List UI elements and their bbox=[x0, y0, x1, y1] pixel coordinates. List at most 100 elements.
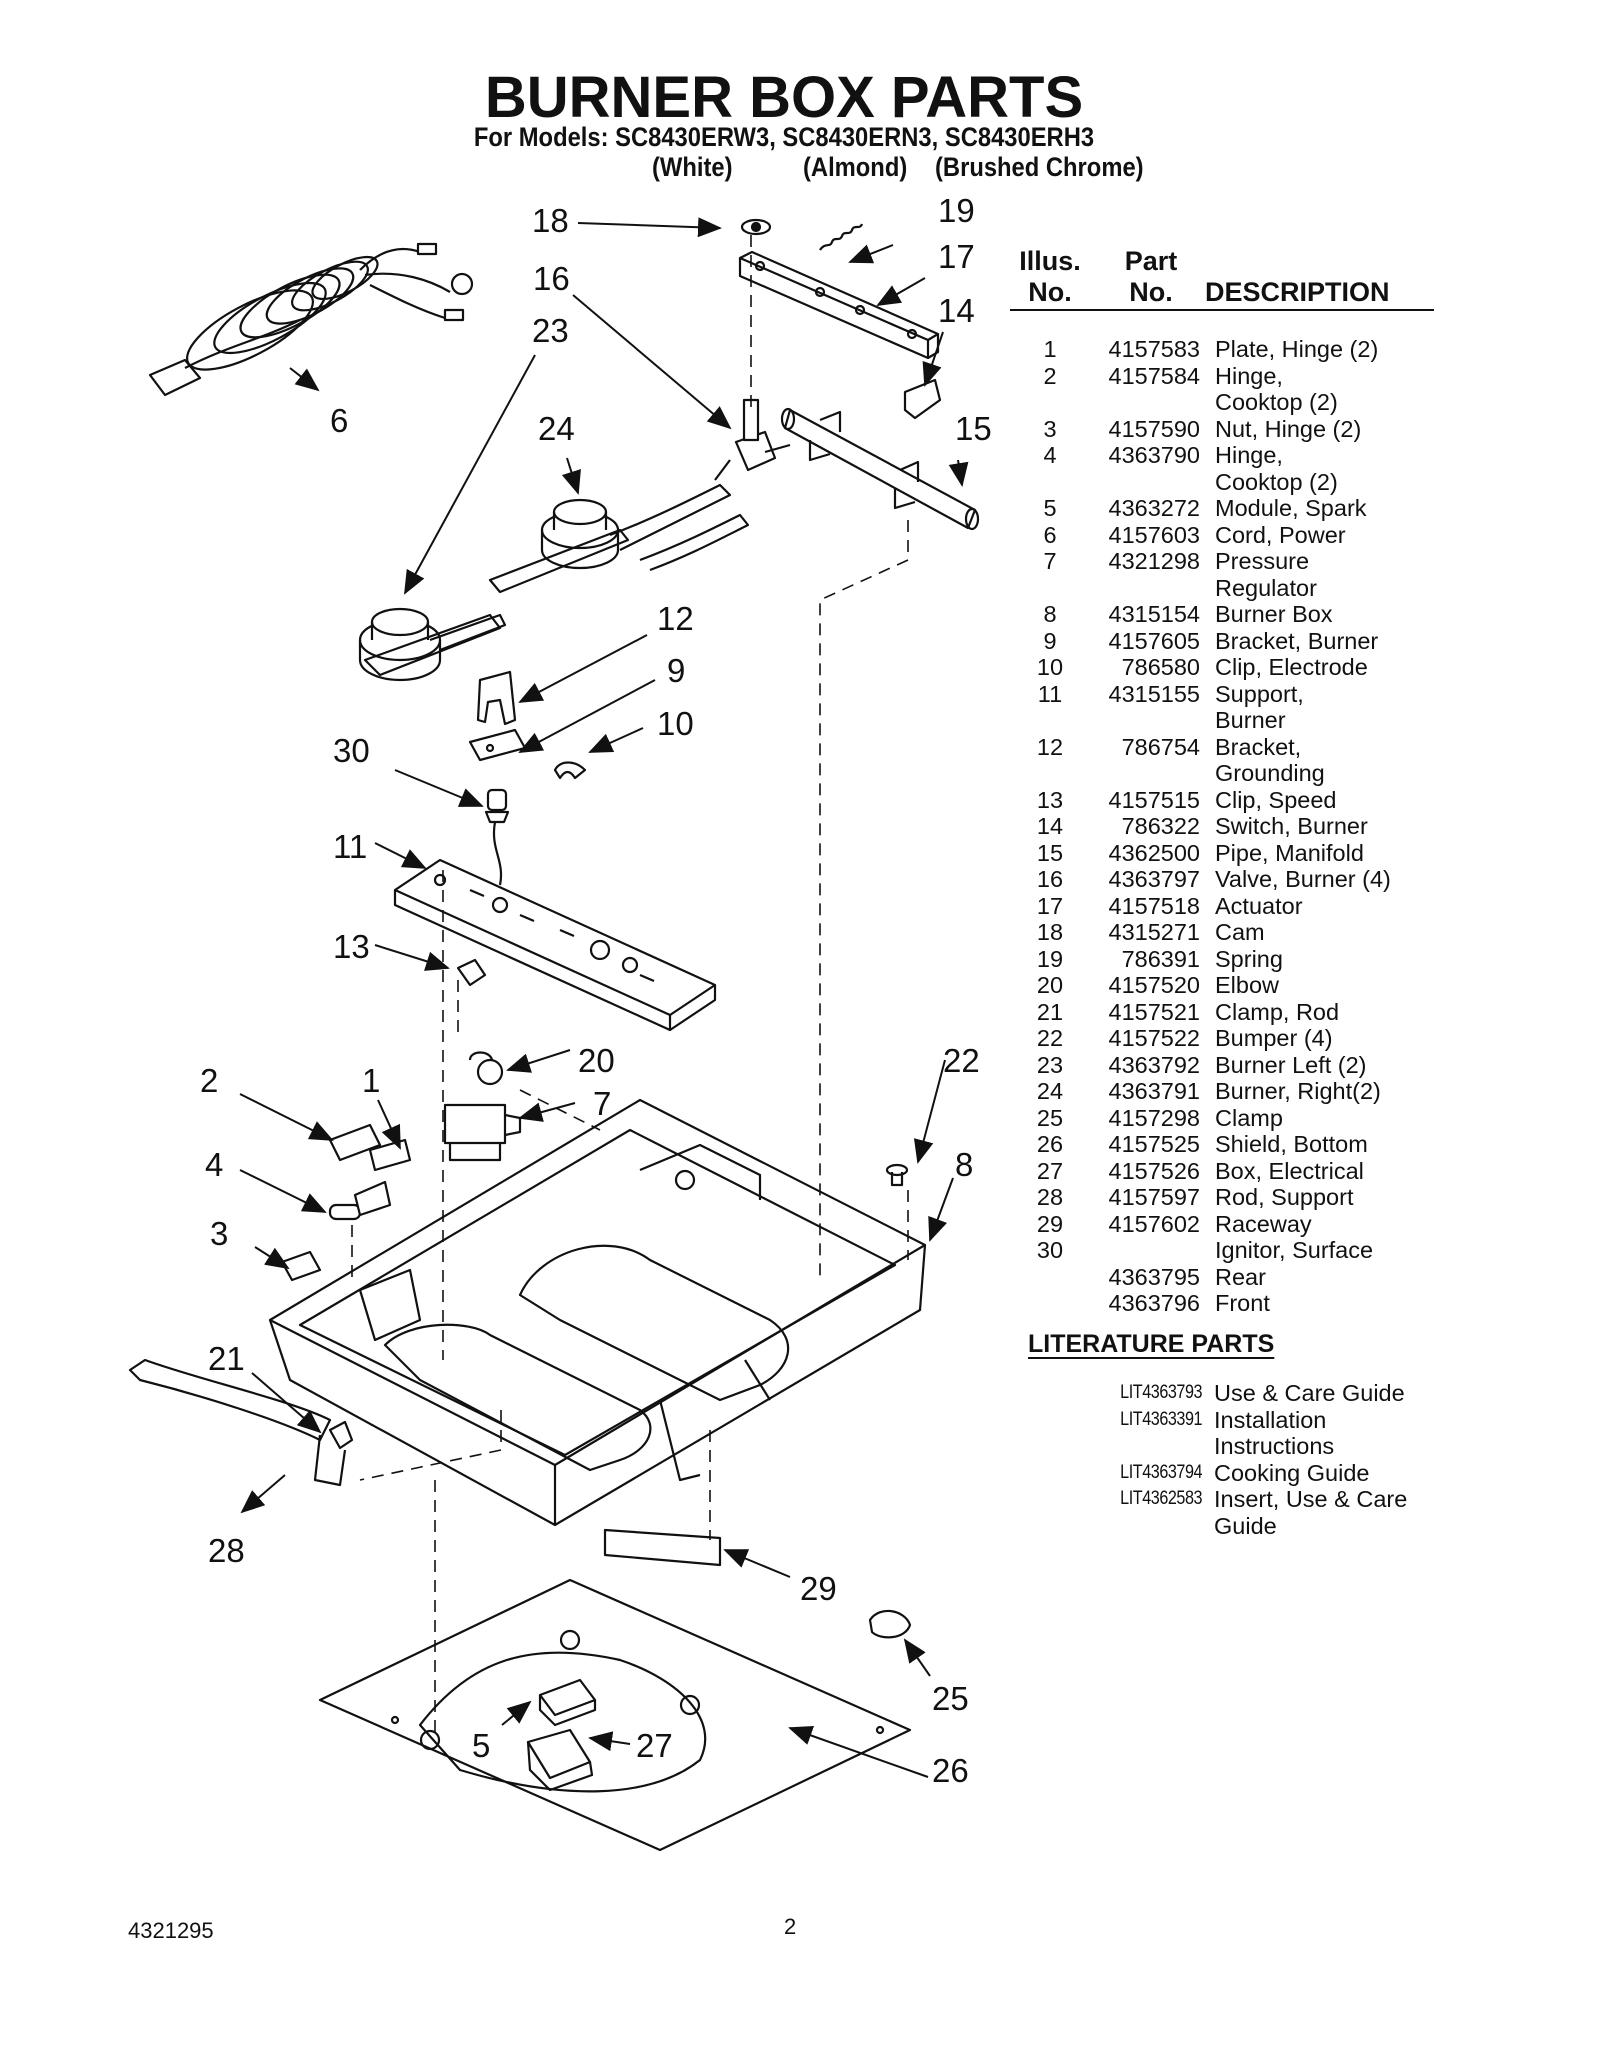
table-row: Grounding bbox=[1010, 760, 1450, 787]
table-row: Cooktop (2) bbox=[1010, 469, 1450, 496]
illus-number: 14 bbox=[1036, 813, 1064, 839]
callout-28: 28 bbox=[208, 1532, 245, 1569]
table-row: Cooktop (2) bbox=[1010, 389, 1450, 416]
part-description: Plate, Hinge (2) bbox=[1215, 336, 1379, 362]
part-number bbox=[1090, 707, 1215, 734]
illus-number: 2 bbox=[1043, 362, 1057, 389]
part-description: Module, Spark bbox=[1215, 495, 1367, 521]
illus-number: 19 bbox=[1036, 945, 1064, 972]
header-illus-line1: Illus. bbox=[1019, 246, 1081, 276]
part-number: 4315154 bbox=[1108, 601, 1201, 627]
part-number: 786391 bbox=[1121, 945, 1200, 972]
color-almond: (Almond) bbox=[803, 152, 908, 182]
part-number: 786580 bbox=[1121, 654, 1200, 680]
illus-number bbox=[1010, 1290, 1090, 1317]
literature-part-number: LIT4363391 bbox=[1120, 1408, 1203, 1430]
part-description: Hinge, bbox=[1215, 442, 1283, 468]
part-number: 4321298 bbox=[1108, 548, 1201, 574]
part-description: Cooktop (2) bbox=[1215, 389, 1338, 415]
callout-4: 4 bbox=[205, 1146, 223, 1183]
part-number: 4157584 bbox=[1108, 362, 1201, 389]
header-rule bbox=[1010, 309, 1434, 311]
callout-1: 1 bbox=[362, 1062, 380, 1099]
part-description: Burner Left (2) bbox=[1215, 1051, 1367, 1078]
part-description: Burner bbox=[1215, 707, 1286, 733]
bottom-shield-drawing bbox=[318, 1578, 912, 1852]
part-description: Clip, Speed bbox=[1215, 786, 1337, 813]
callout-labels: 18 19 17 16 14 23 6 24 15 12 9 10 30 11 … bbox=[200, 192, 992, 1789]
illus-number: 17 bbox=[1036, 892, 1064, 919]
literature-part-number: LIT4362583 bbox=[1120, 1488, 1203, 1509]
part-description: Pipe, Manifold bbox=[1215, 839, 1364, 866]
illus-number: 28 bbox=[1036, 1184, 1064, 1210]
part-number bbox=[1090, 760, 1215, 787]
illus-number: 23 bbox=[1036, 1051, 1064, 1078]
table-row: 12 786754 Bracket, bbox=[1010, 734, 1450, 761]
part-description: Burner, Right(2) bbox=[1215, 1078, 1381, 1104]
bumper-drawing bbox=[885, 1163, 909, 1187]
illus-number: 29 bbox=[1036, 1210, 1064, 1237]
callout-21: 21 bbox=[208, 1340, 245, 1377]
part-description: Box, Electrical bbox=[1215, 1157, 1364, 1184]
literature-description: Instructions bbox=[1214, 1433, 1335, 1459]
part-number: 786754 bbox=[1121, 733, 1200, 760]
page-title: BURNER BOX PARTS bbox=[484, 65, 1084, 130]
illus-number: 12 bbox=[1036, 733, 1064, 760]
models-line: For Models: SC8430ERW3, SC8430ERN3, SC84… bbox=[473, 122, 1095, 152]
part-number: 4157602 bbox=[1108, 1210, 1201, 1237]
table-row: Burner bbox=[1010, 707, 1450, 734]
part-description: Regulator bbox=[1215, 574, 1317, 601]
illus-number: 6 bbox=[1043, 521, 1057, 548]
literature-row: Instructions bbox=[1010, 1433, 1450, 1460]
illus-number: 15 bbox=[1036, 839, 1064, 866]
literature-description: Insert, Use & Care bbox=[1214, 1486, 1408, 1512]
illus-number: 13 bbox=[1036, 786, 1064, 813]
support-rod-drawing bbox=[128, 1358, 354, 1487]
illus-number: 18 bbox=[1036, 919, 1064, 945]
part-description: Spring bbox=[1215, 945, 1283, 972]
callout-11: 11 bbox=[333, 828, 367, 865]
part-description: Bracket, Burner bbox=[1215, 627, 1379, 654]
part-description: Clamp, Rod bbox=[1215, 998, 1340, 1025]
part-number: 4157597 bbox=[1108, 1184, 1201, 1210]
callout-6: 6 bbox=[330, 402, 348, 439]
exploded-parts-diagram: 18 19 17 16 14 23 6 24 15 12 9 10 30 11 … bbox=[128, 192, 992, 1852]
callout-24: 24 bbox=[538, 410, 575, 447]
illus-number: 7 bbox=[1043, 548, 1057, 574]
raceway-drawing bbox=[603, 1528, 722, 1567]
part-number: 4157521 bbox=[1108, 998, 1201, 1025]
table-row: 2 4157584 Hinge, bbox=[1010, 363, 1450, 390]
illus-number: 1 bbox=[1043, 336, 1057, 362]
illus-number: 30 bbox=[1036, 1237, 1064, 1263]
part-description: Bracket, bbox=[1215, 733, 1302, 760]
callout-20: 20 bbox=[578, 1042, 615, 1079]
part-number: 4157605 bbox=[1108, 627, 1201, 654]
part-description: Hinge, bbox=[1215, 362, 1283, 389]
illus-number: 26 bbox=[1036, 1131, 1064, 1157]
part-number bbox=[1090, 575, 1215, 602]
illus-number bbox=[1010, 389, 1090, 416]
document-number: 4321295 bbox=[128, 1918, 214, 1943]
part-number: 4157525 bbox=[1108, 1131, 1201, 1157]
assembly-lines bbox=[351, 235, 909, 1740]
header-part-line2: No. bbox=[1129, 277, 1173, 307]
callout-23: 23 bbox=[532, 312, 569, 349]
part-number: 4157520 bbox=[1108, 972, 1201, 998]
literature-description: Guide bbox=[1214, 1512, 1277, 1539]
part-number: 4157526 bbox=[1108, 1157, 1201, 1184]
header-description: DESCRIPTION bbox=[1205, 277, 1390, 307]
